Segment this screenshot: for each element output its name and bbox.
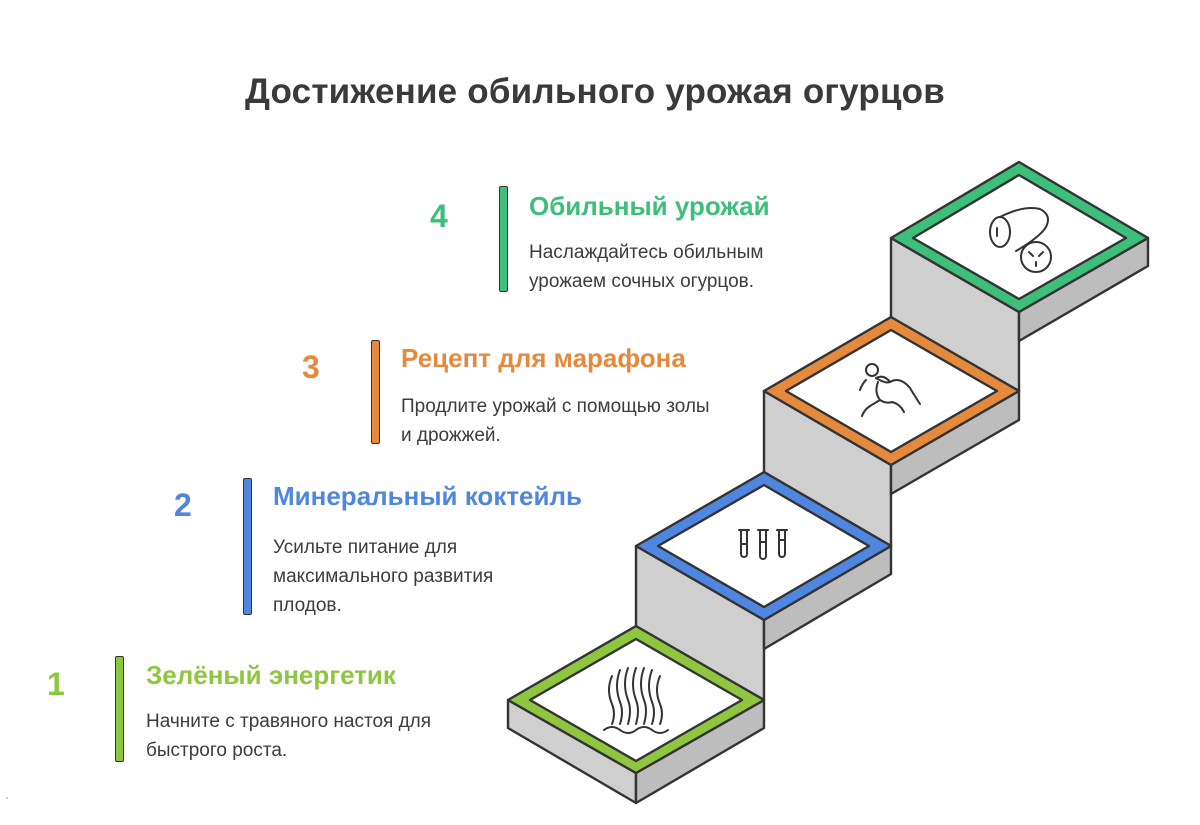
step-number: 2 [174, 487, 192, 523]
step-heading: Минеральный коктейль [273, 481, 583, 511]
test-tubes-icon [738, 529, 788, 560]
runner-icon [859, 363, 921, 417]
step-description: Усильте питание для максимального развит… [273, 537, 494, 616]
step-number: 3 [302, 349, 320, 385]
step-accent-bar [499, 186, 508, 292]
step-3-top-inner [784, 328, 999, 454]
cucumber-icon [989, 207, 1052, 273]
stray-dot [6, 797, 8, 799]
step-number: 4 [430, 198, 448, 234]
step-description: Наслаждайтесь обильным урожаем сочных ог… [529, 242, 764, 292]
step-accent-bar [371, 340, 380, 444]
step-accent-bar [243, 478, 252, 615]
step-heading: Зелёный энергетик [146, 660, 396, 690]
step-description: Начните с травяного настоя для быстрого … [146, 711, 432, 761]
step-accent-bar [115, 656, 124, 762]
step-4-top-inner [911, 173, 1128, 301]
step-number: 1 [47, 666, 65, 702]
steam-icon [603, 667, 669, 734]
step-description: Продлите урожай с помощью золы и дрожжей… [401, 396, 710, 446]
step-2-top-inner [656, 483, 871, 609]
page-title: Достижение обильного урожая огурцов [245, 72, 945, 111]
step-heading: Обильный урожай [529, 191, 770, 221]
step-heading: Рецепт для марафона [401, 343, 686, 373]
